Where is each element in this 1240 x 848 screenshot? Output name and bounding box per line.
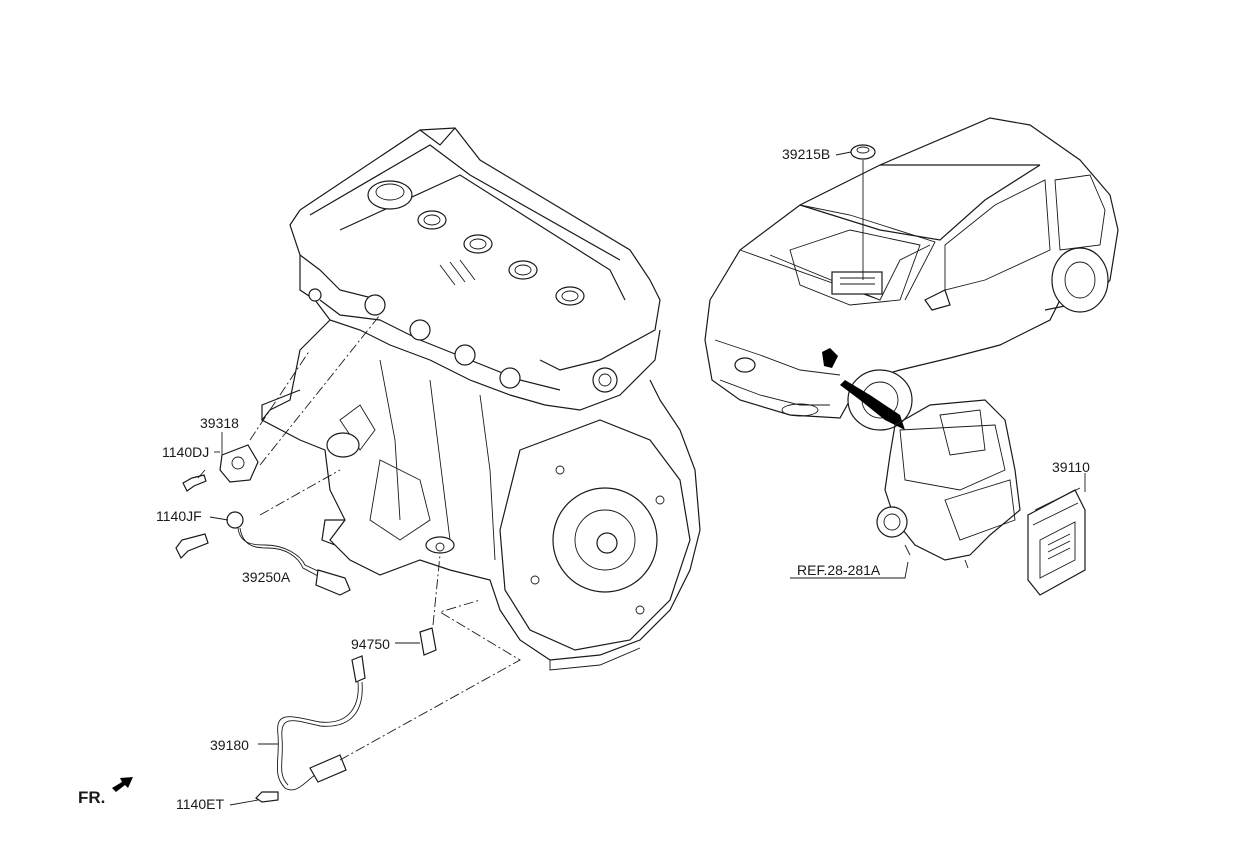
part-label-39215b: 39215B [782,146,831,162]
oil-pressure-switch [419,627,437,656]
part-label-39110: 39110 [1052,459,1090,475]
bolt-1140et [255,791,279,803]
grommet-39215b [850,144,876,160]
front-direction-label: FR. [78,788,106,807]
part-label-39250a: 39250A [242,569,291,585]
engine-block-illustration [261,127,701,671]
ecu-module-illustration [1027,487,1086,596]
part-label-1140jf: 1140JF [156,508,202,524]
bolt-1140jf [175,533,209,560]
part-label-1140dj: 1140DJ [162,444,210,460]
reference-label: REF.28-281A [797,562,881,578]
air-cleaner-illustration [876,399,1021,569]
part-label-94750: 94750 [351,636,390,652]
crank-position-sensor [276,655,366,791]
part-label-39180: 39180 [210,737,249,753]
leader-lines [197,151,1086,806]
knock-sensor [226,511,351,596]
front-direction-arrow-icon [112,777,133,792]
part-label-39318: 39318 [200,415,239,431]
bolt-1140dj [182,474,207,492]
vehicle-illustration [704,117,1119,431]
part-label-1140et: 1140ET [176,796,224,812]
cam-position-sensor [219,444,259,483]
